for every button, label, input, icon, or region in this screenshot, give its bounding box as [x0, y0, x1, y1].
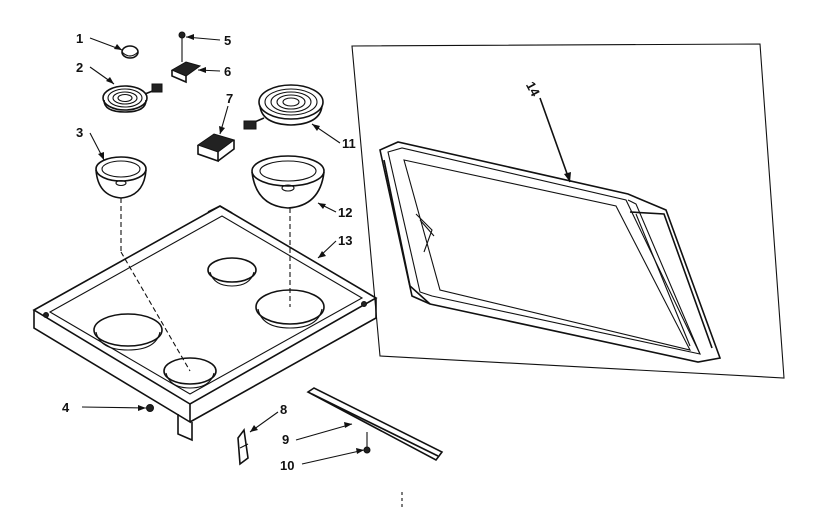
part-10-screw [363, 432, 371, 454]
part-3-small-drip-bowl [95, 156, 147, 199]
label-10: 10 [280, 458, 294, 473]
part-5-screw [178, 31, 186, 62]
label-5: 5 [224, 33, 231, 48]
part-2-small-coil [102, 83, 163, 113]
part-13-cooktop-frame [32, 205, 378, 442]
part-8-clip [237, 427, 249, 466]
label-9: 9 [282, 432, 289, 447]
label-11: 11 [342, 136, 356, 151]
label-12: 12 [338, 205, 352, 220]
label-8: 8 [280, 402, 287, 417]
label-13: 13 [338, 233, 352, 248]
label-4: 4 [62, 400, 70, 415]
part-14-cooktop-panel [351, 43, 785, 379]
label-1: 1 [76, 31, 83, 46]
part-12-large-drip-bowl [251, 155, 325, 209]
label-2: 2 [76, 60, 83, 75]
part-9-trim-strip [306, 387, 444, 462]
part-6-terminal-block [170, 61, 202, 84]
part-7-receptacle [196, 133, 236, 163]
part-labels: 1 2 3 4 5 6 7 8 9 10 11 12 13 14 [62, 31, 543, 473]
part-11-large-coil [243, 84, 324, 130]
leader-lines [81, 34, 571, 465]
part-4-screw [146, 404, 154, 412]
label-7: 7 [226, 91, 233, 106]
label-14: 14 [523, 79, 543, 99]
label-6: 6 [224, 64, 231, 79]
part-1-knob [121, 45, 139, 59]
assembly-guide-lines [120, 198, 291, 372]
label-3: 3 [76, 125, 83, 140]
